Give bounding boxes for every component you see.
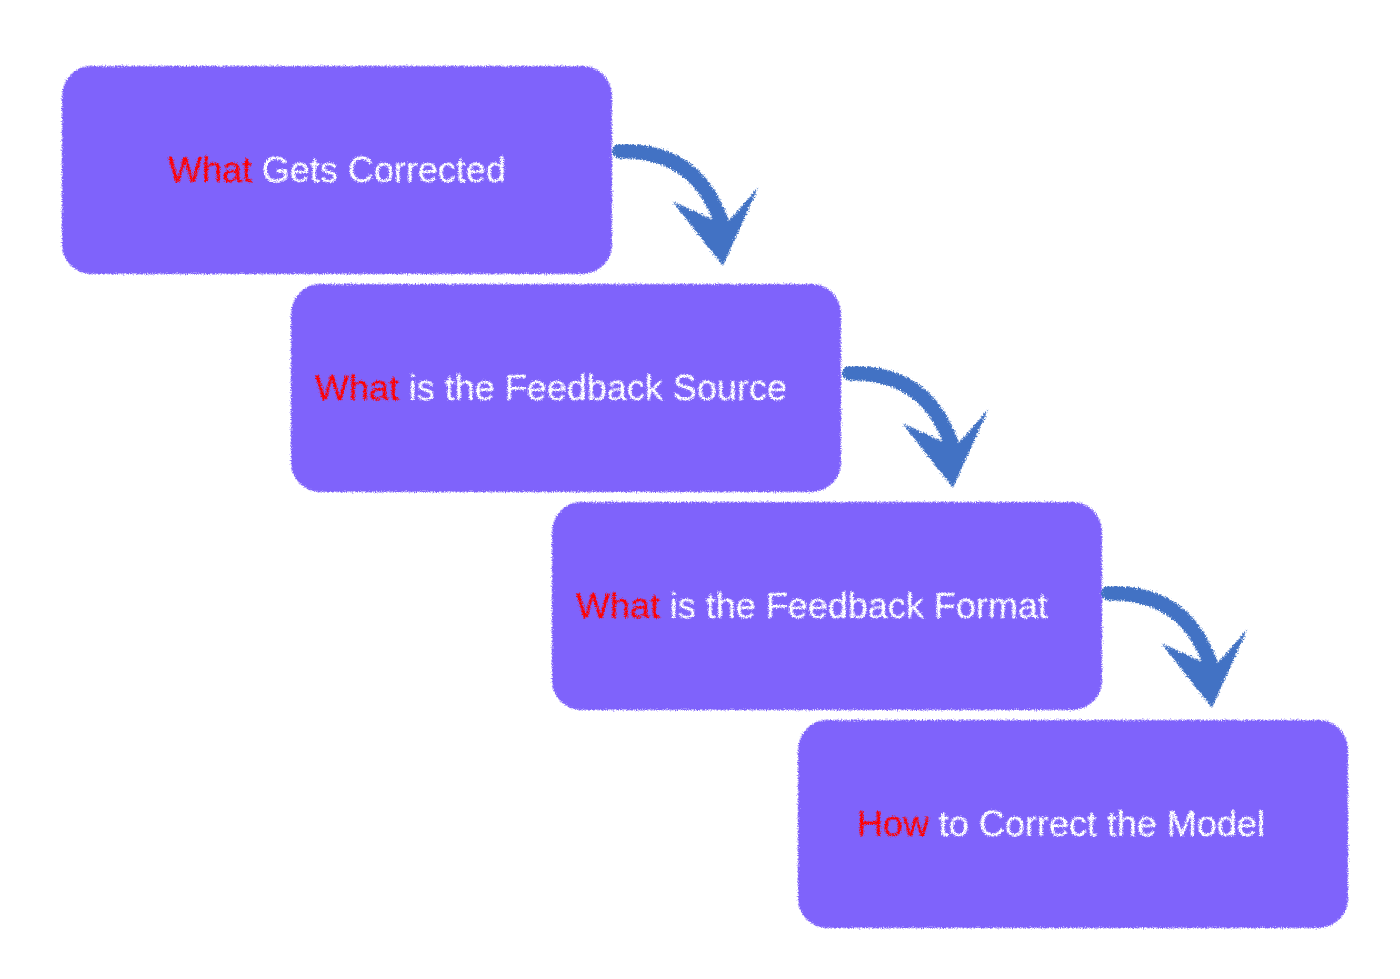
step-keyword-2: What: [315, 367, 400, 408]
step-text-3: is the Feedback Format: [669, 585, 1048, 626]
step-text-2: is the Feedback Source: [408, 367, 787, 408]
curved-arrow-down-right-icon: [842, 365, 988, 488]
step-keyword-4: How: [857, 803, 930, 844]
curved-arrow-down-right-icon: [1101, 585, 1247, 708]
step-text-1: Gets Corrected: [261, 149, 506, 190]
curved-arrow-down-right-icon: [612, 143, 758, 266]
step-keyword-1: What: [168, 149, 253, 190]
step-keyword-3: What: [576, 585, 661, 626]
step-text-4: to Correct the Model: [938, 803, 1265, 844]
